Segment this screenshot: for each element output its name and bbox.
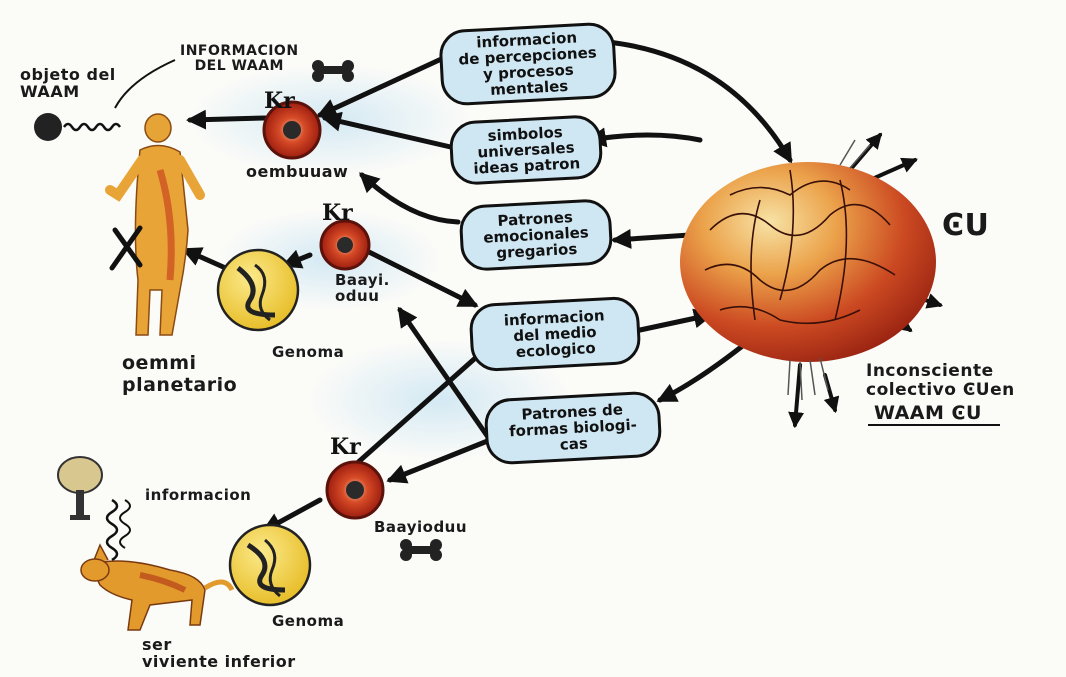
label-kr-bottom: Kr	[330, 434, 361, 460]
tree-illustration	[58, 457, 102, 520]
label-oembuuaw: oembuuaw	[246, 162, 348, 181]
label-genoma-top: Genoma	[272, 343, 344, 361]
box-informacion-percepciones: informacion de percepciones y procesos m…	[438, 21, 618, 106]
genome-circle-top	[218, 250, 298, 330]
genome-circle-bottom	[230, 525, 310, 605]
kr-core	[337, 237, 353, 253]
label-genoma-bottom: Genoma	[272, 612, 344, 630]
waam-object	[34, 113, 62, 141]
kr-core	[346, 481, 364, 499]
animal-figure	[81, 545, 232, 630]
pointer-line	[115, 60, 175, 108]
label-gu-symbol: ϾU	[942, 208, 989, 243]
label-ser-viviente-inferior: ser viviente inferior	[142, 636, 296, 670]
label-objeto-del-waam: objeto del WAAM	[20, 66, 116, 100]
label-oemmi-planetario: oemmi planetario	[122, 352, 237, 396]
label-kr-middle: Kr	[322, 200, 353, 226]
box-patrones-emocionales: Patrones emocionales gregarios	[458, 198, 613, 272]
label-waam-gu: WAAM ϾU	[874, 402, 982, 424]
label-kr-top: Kr	[264, 88, 295, 114]
label-baayioduu: Baayioduu	[374, 518, 467, 536]
label-informacion-lower: informacion	[145, 486, 251, 504]
wave-signal	[64, 124, 120, 130]
wave-signal-lower	[107, 500, 117, 560]
baayioduu-symbol-icon	[400, 539, 442, 561]
box-simbolos-universales: simbolos universales ideas patron	[448, 114, 603, 186]
label-baayi-oduu: Baayi. oduu	[335, 272, 390, 304]
box-patrones-formas-biologicas: Patrones de formas biologi- cas	[483, 390, 662, 465]
label-informacion-del-waam: INFORMACION DEL WAAM	[180, 44, 299, 74]
box-informacion-medio-ecologico: informacion del medio ecologico	[468, 296, 641, 373]
kr-core	[283, 121, 301, 139]
wave-signal-lower	[120, 500, 130, 548]
human-figure	[110, 114, 200, 335]
label-inconsciente-colectivo: Inconsciente colectivo ϾUen	[866, 362, 1015, 400]
